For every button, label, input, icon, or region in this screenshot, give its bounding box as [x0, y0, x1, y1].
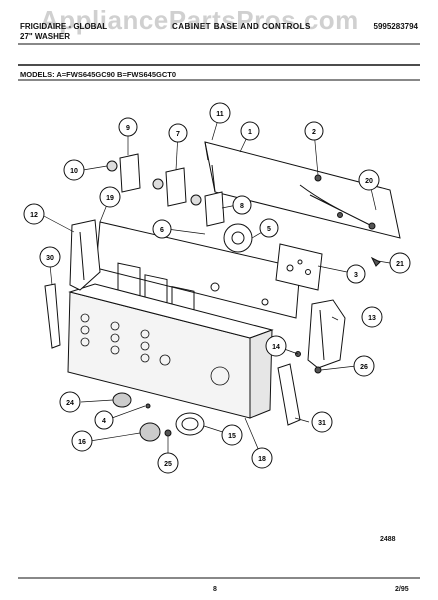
callout-3: 3 [346, 264, 366, 284]
diagram-code: 2488 [380, 536, 396, 543]
rotary-switch-parts [106, 153, 225, 227]
svg-text:25: 25 [164, 461, 172, 468]
svg-text:31: 31 [318, 420, 326, 427]
callout-5: 5 [259, 218, 279, 238]
callout-15: 15 [221, 424, 243, 446]
callout-7: 7 [168, 123, 188, 143]
callout-13: 13 [361, 306, 383, 328]
callout-9: 9 [118, 117, 138, 137]
knob-parts [112, 392, 205, 442]
svg-text:5: 5 [267, 226, 271, 233]
svg-text:24: 24 [66, 400, 74, 407]
svg-text:18: 18 [258, 456, 266, 463]
brand-label: FRIGIDAIRE - GLOBAL [20, 22, 108, 31]
callout-14: 14 [265, 335, 287, 357]
svg-text:30: 30 [46, 255, 54, 262]
callout-18: 18 [251, 447, 273, 469]
svg-text:16: 16 [78, 439, 86, 446]
callout-25: 25 [157, 452, 179, 474]
callout-4: 4 [94, 410, 114, 430]
callout-26: 26 [353, 355, 375, 377]
svg-text:4: 4 [102, 418, 106, 425]
control-panel-rear-part [204, 141, 401, 239]
callout-2: 2 [304, 121, 324, 141]
svg-text:21: 21 [396, 261, 404, 268]
svg-text:13: 13 [368, 315, 376, 322]
watermark: AppliancePartsPros.com [40, 5, 359, 35]
left-end-cap-part [69, 219, 101, 291]
callout-10: 10 [63, 159, 85, 181]
page-number: 8 [213, 586, 217, 593]
callout-11: 11 [209, 102, 231, 124]
callout-30: 30 [39, 246, 61, 268]
right-end-cap-part [307, 299, 346, 369]
svg-text:9: 9 [126, 125, 130, 132]
svg-text:26: 26 [360, 364, 368, 371]
right-trim-part [277, 363, 301, 426]
callout-8: 8 [232, 195, 252, 215]
svg-text:14: 14 [272, 344, 280, 351]
svg-text:7: 7 [176, 131, 180, 138]
product-label: 27" WASHER [20, 32, 71, 41]
callout-21: 21 [389, 252, 411, 274]
callout-1: 1 [240, 121, 260, 141]
callout-6: 6 [152, 219, 172, 239]
timer-part [275, 243, 323, 291]
callout-31: 31 [311, 411, 333, 433]
svg-text:19: 19 [106, 195, 114, 202]
callout-12: 12 [23, 203, 45, 225]
svg-text:20: 20 [365, 178, 373, 185]
models-line: MODELS: A=FWS645GC90 B=FWS645GCT0 [20, 70, 177, 79]
svg-text:11: 11 [216, 111, 224, 118]
callout-group: 1 2 3 4 5 6 7 8 9 10 11 12 13 14 15 16 1… [23, 102, 411, 474]
svg-text:1: 1 [248, 129, 252, 136]
water-level-switch-part [223, 223, 253, 253]
front-console-part [67, 283, 274, 419]
revision-date: 2/95 [395, 586, 409, 593]
svg-text:6: 6 [160, 227, 164, 234]
svg-text:15: 15 [228, 433, 236, 440]
callout-20: 20 [358, 169, 380, 191]
svg-text:8: 8 [240, 203, 244, 210]
part-number: 5995283794 [373, 22, 419, 31]
svg-text:3: 3 [354, 272, 358, 279]
svg-text:12: 12 [30, 212, 38, 219]
section-title: CABINET BASE AND CONTROLS [172, 22, 311, 31]
left-trim-part [44, 283, 61, 349]
svg-text:2: 2 [312, 129, 316, 136]
svg-text:10: 10 [70, 168, 78, 175]
callout-24: 24 [59, 391, 81, 413]
callout-19: 19 [99, 186, 121, 208]
callout-16: 16 [71, 430, 93, 452]
